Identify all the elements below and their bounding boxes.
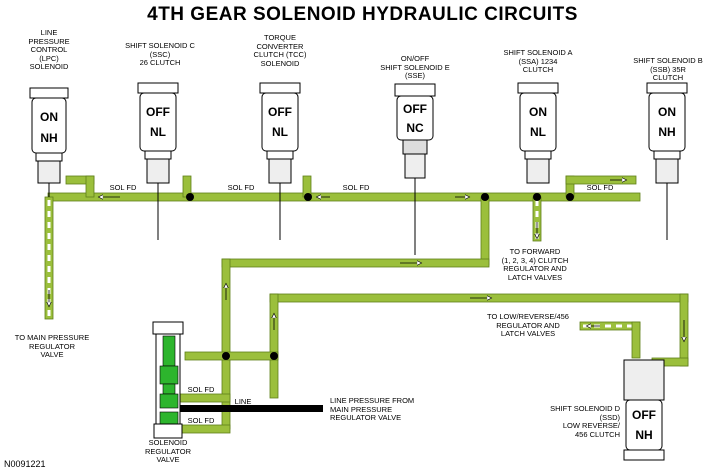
flow-arrows — [49, 180, 684, 340]
sse-state-bottom: NC — [406, 121, 424, 135]
ssd-state-bottom: NH — [635, 428, 653, 442]
callout-forward-clutch: TO FORWARD (1, 2, 3, 4) CLUTCH REGULATOR… — [501, 247, 569, 282]
sol-fd-label-1: SOL FD — [109, 183, 137, 192]
lpc-state-top: ON — [40, 110, 58, 124]
line-pressure — [158, 405, 323, 412]
callout-line-pressure-from: LINE PRESSURE FROM MAIN PRESSURE REGULAT… — [330, 396, 415, 423]
label-tcc-solenoid: TORQUE CONVERTER CLUTCH (TCC) SOLENOID — [253, 33, 307, 68]
callout-solenoid-regulator: SOLENOID REGULATOR VALVE — [145, 438, 191, 465]
ssb-state-top: ON — [658, 105, 676, 119]
label-lpc-solenoid: LINE PRESSURE CONTROL (LPC) SOLENOID — [28, 28, 70, 72]
sol-fd-label-2: SOL FD — [227, 183, 255, 192]
label-ssb-solenoid: SHIFT SOLENOID B (SSB) 35R CLUTCH — [633, 56, 703, 83]
callout-main-pressure: TO MAIN PRESSURE REGULATOR VALVE — [14, 333, 90, 360]
ssb-state-bottom: NH — [658, 125, 676, 139]
sol-fd-label-6: SOL FD — [187, 416, 215, 425]
ssa-state-bottom: NL — [530, 125, 546, 139]
line-label: LINE — [234, 397, 252, 406]
junction-dots — [186, 193, 574, 360]
tcc-state-bottom: NL — [272, 125, 288, 139]
label-ssd-solenoid: SHIFT SOLENOID D (SSD) LOW REVERSE/ 456 … — [550, 404, 620, 439]
sol-fd-label-4: SOL FD — [586, 183, 614, 192]
tcc-state-top: OFF — [268, 105, 292, 119]
diagram-title: 4TH GEAR SOLENOID HYDRAULIC CIRCUITS — [147, 4, 578, 25]
figure-id: N0091221 — [4, 459, 46, 469]
sol-fd-label-5: SOL FD — [187, 385, 215, 394]
solenoid-sse — [394, 83, 436, 255]
label-ssc-solenoid: SHIFT SOLENOID C (SSC) 26 CLUTCH — [125, 41, 195, 68]
sse-state-top: OFF — [403, 102, 427, 116]
ssc-state-bottom: NL — [150, 125, 166, 139]
solenoid-ssa — [517, 82, 559, 184]
ssc-state-top: OFF — [146, 105, 170, 119]
ssa-state-top: ON — [529, 105, 547, 119]
ssd-state-top: OFF — [632, 408, 656, 422]
sol-fd-label-3: SOL FD — [342, 183, 370, 192]
callout-low-reverse: TO LOW/REVERSE/456 REGULATOR AND LATCH V… — [487, 312, 569, 339]
solenoid-lpc — [29, 87, 69, 197]
label-sse-solenoid: ON/OFF SHIFT SOLENOID E (SSE) — [380, 54, 450, 81]
solenoid-ssc — [137, 82, 179, 240]
solenoid-tcc — [259, 82, 301, 240]
sol-fd-bus — [44, 175, 689, 434]
solenoid-ssb — [646, 82, 688, 240]
label-ssa-solenoid: SHIFT SOLENOID A (SSA) 1234 CLUTCH — [503, 48, 573, 75]
solenoid-ssd — [623, 359, 665, 461]
lpc-state-bottom: NH — [40, 131, 58, 145]
solenoid-regulator-valve — [152, 321, 184, 439]
